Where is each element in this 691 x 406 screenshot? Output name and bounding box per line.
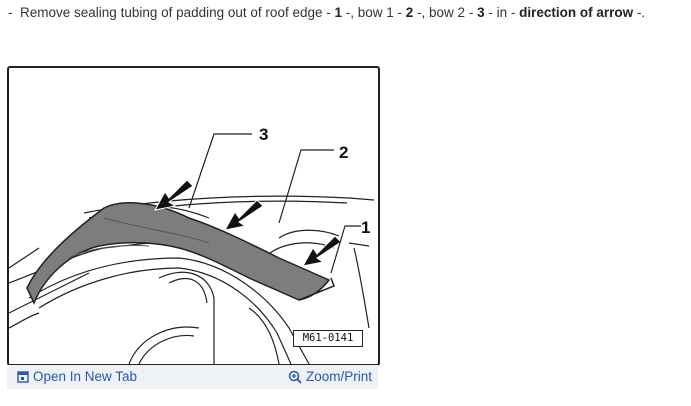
callout-ref-2: 2 <box>405 5 414 20</box>
instruction-text: - Remove sealing tubing of padding out o… <box>8 5 645 20</box>
roof-padding <box>26 202 331 305</box>
callout-2: 2 <box>339 143 348 162</box>
zoom-print-link[interactable]: Zoom/Print <box>288 369 372 385</box>
bullet: - <box>8 5 13 20</box>
arrow-3 <box>154 179 194 211</box>
callout-3: 3 <box>259 125 268 144</box>
callout-ref-1: 1 <box>334 5 342 20</box>
open-new-tab-link[interactable]: Open In New Tab <box>17 369 137 384</box>
seg-4: -, bow 2 - <box>413 5 478 20</box>
seg-6: - in - <box>484 5 520 20</box>
open-new-tab-label: Open In New Tab <box>33 369 138 384</box>
seg-0: Remove sealing tubing of padding out of … <box>20 5 335 20</box>
seg-2: -, bow 1 - <box>342 5 406 20</box>
roof-illustration: 3 2 1 <box>9 125 375 364</box>
new-tab-icon <box>17 371 29 384</box>
figure-frame[interactable]: 3 2 1 M61-0141 <box>7 66 380 366</box>
callout-ref-3: 3 <box>477 5 485 20</box>
zoom-print-label: Zoom/Print <box>305 369 372 384</box>
direction-of-arrow: direction of arrow <box>519 5 634 20</box>
magnifier-plus-icon <box>288 371 302 385</box>
arrow-2 <box>224 199 264 231</box>
seg-8: -. <box>633 5 646 20</box>
callout-1: 1 <box>361 218 370 237</box>
arrow-1 <box>302 235 342 267</box>
figure-action-bar: Open In New Tab Zoom/Print <box>7 365 378 389</box>
figure-id-label: M61-0141 <box>293 330 363 347</box>
